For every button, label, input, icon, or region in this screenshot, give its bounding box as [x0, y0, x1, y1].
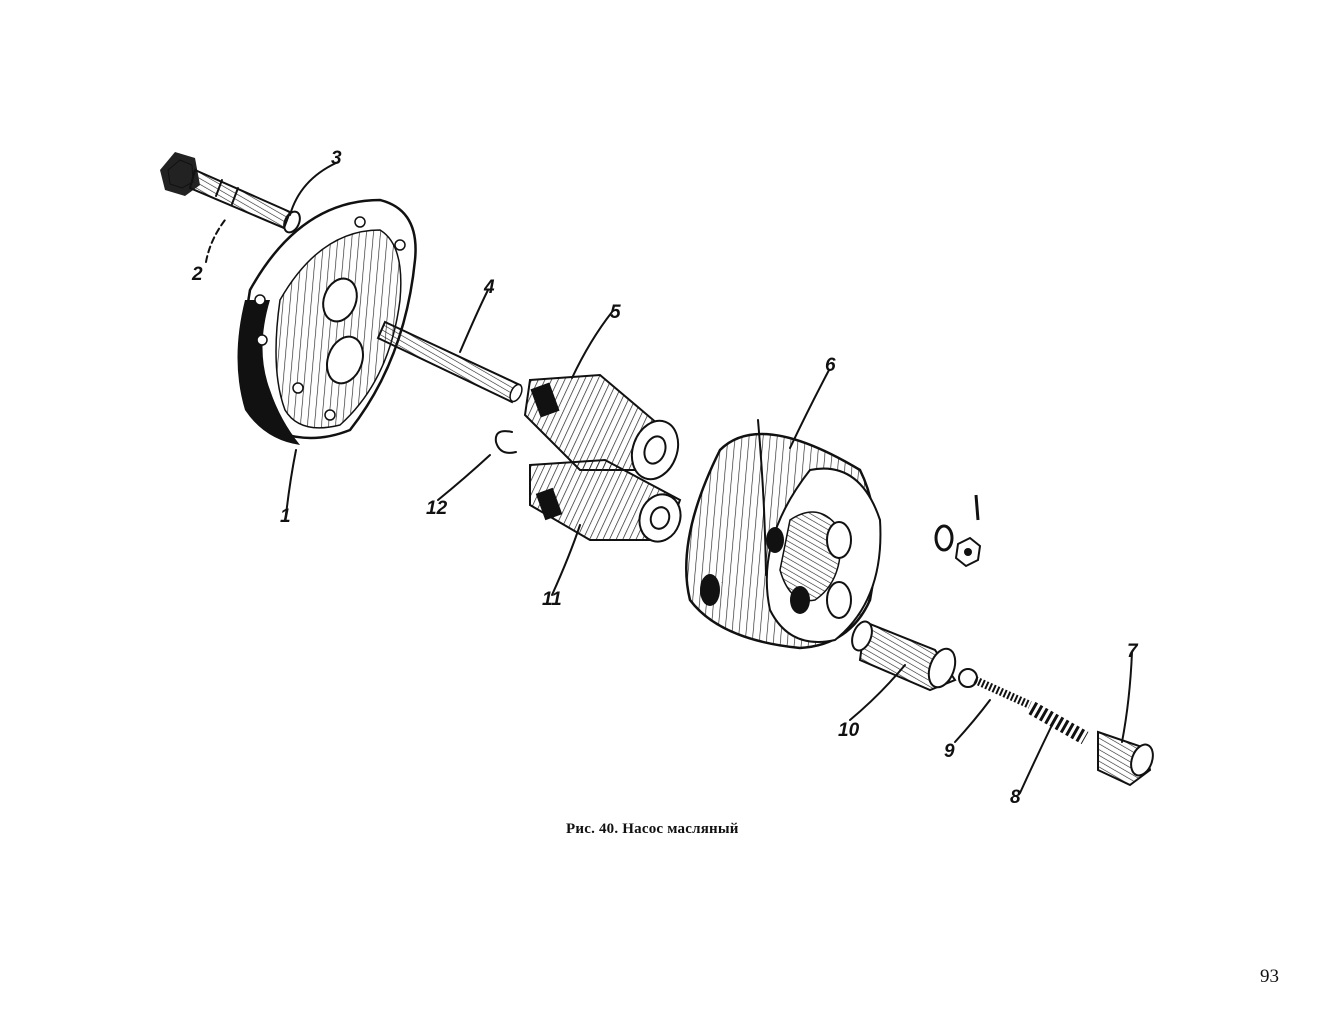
callout-1: 1 [280, 506, 291, 527]
figure-caption: Рис. 40. Насос масляный [566, 821, 739, 838]
callout-2: 2 [191, 264, 203, 285]
part-shaft [376, 320, 523, 404]
callout-10: 10 [838, 720, 860, 741]
callout-12: 12 [426, 498, 448, 519]
part-drive-gear [523, 373, 680, 481]
figure-label: Рис. 40. [566, 821, 619, 837]
part-spring-ball [958, 668, 1032, 709]
part-driven-gear [529, 458, 682, 543]
part-spring [1028, 701, 1089, 745]
callout-11: 11 [542, 589, 562, 610]
callout-5: 5 [610, 302, 621, 323]
part-valve-sleeve [851, 620, 957, 692]
part-washer-nut [934, 494, 982, 568]
callout-6: 6 [825, 355, 836, 376]
callout-9: 9 [944, 741, 955, 762]
leader-lines [205, 162, 1133, 794]
callout-7: 7 [1127, 641, 1139, 662]
callout-8: 8 [1010, 787, 1021, 808]
callout-3: 3 [331, 148, 342, 169]
part-plug [1097, 730, 1154, 787]
part-circlip [494, 430, 517, 454]
callout-4: 4 [483, 277, 495, 298]
page-number: 93 [1260, 966, 1279, 987]
part-pump-body [685, 432, 882, 650]
part-cover-plate [237, 198, 417, 445]
part-bolt [160, 152, 292, 230]
figure-title: Насос масляный [622, 821, 739, 837]
part-ring [283, 210, 301, 234]
